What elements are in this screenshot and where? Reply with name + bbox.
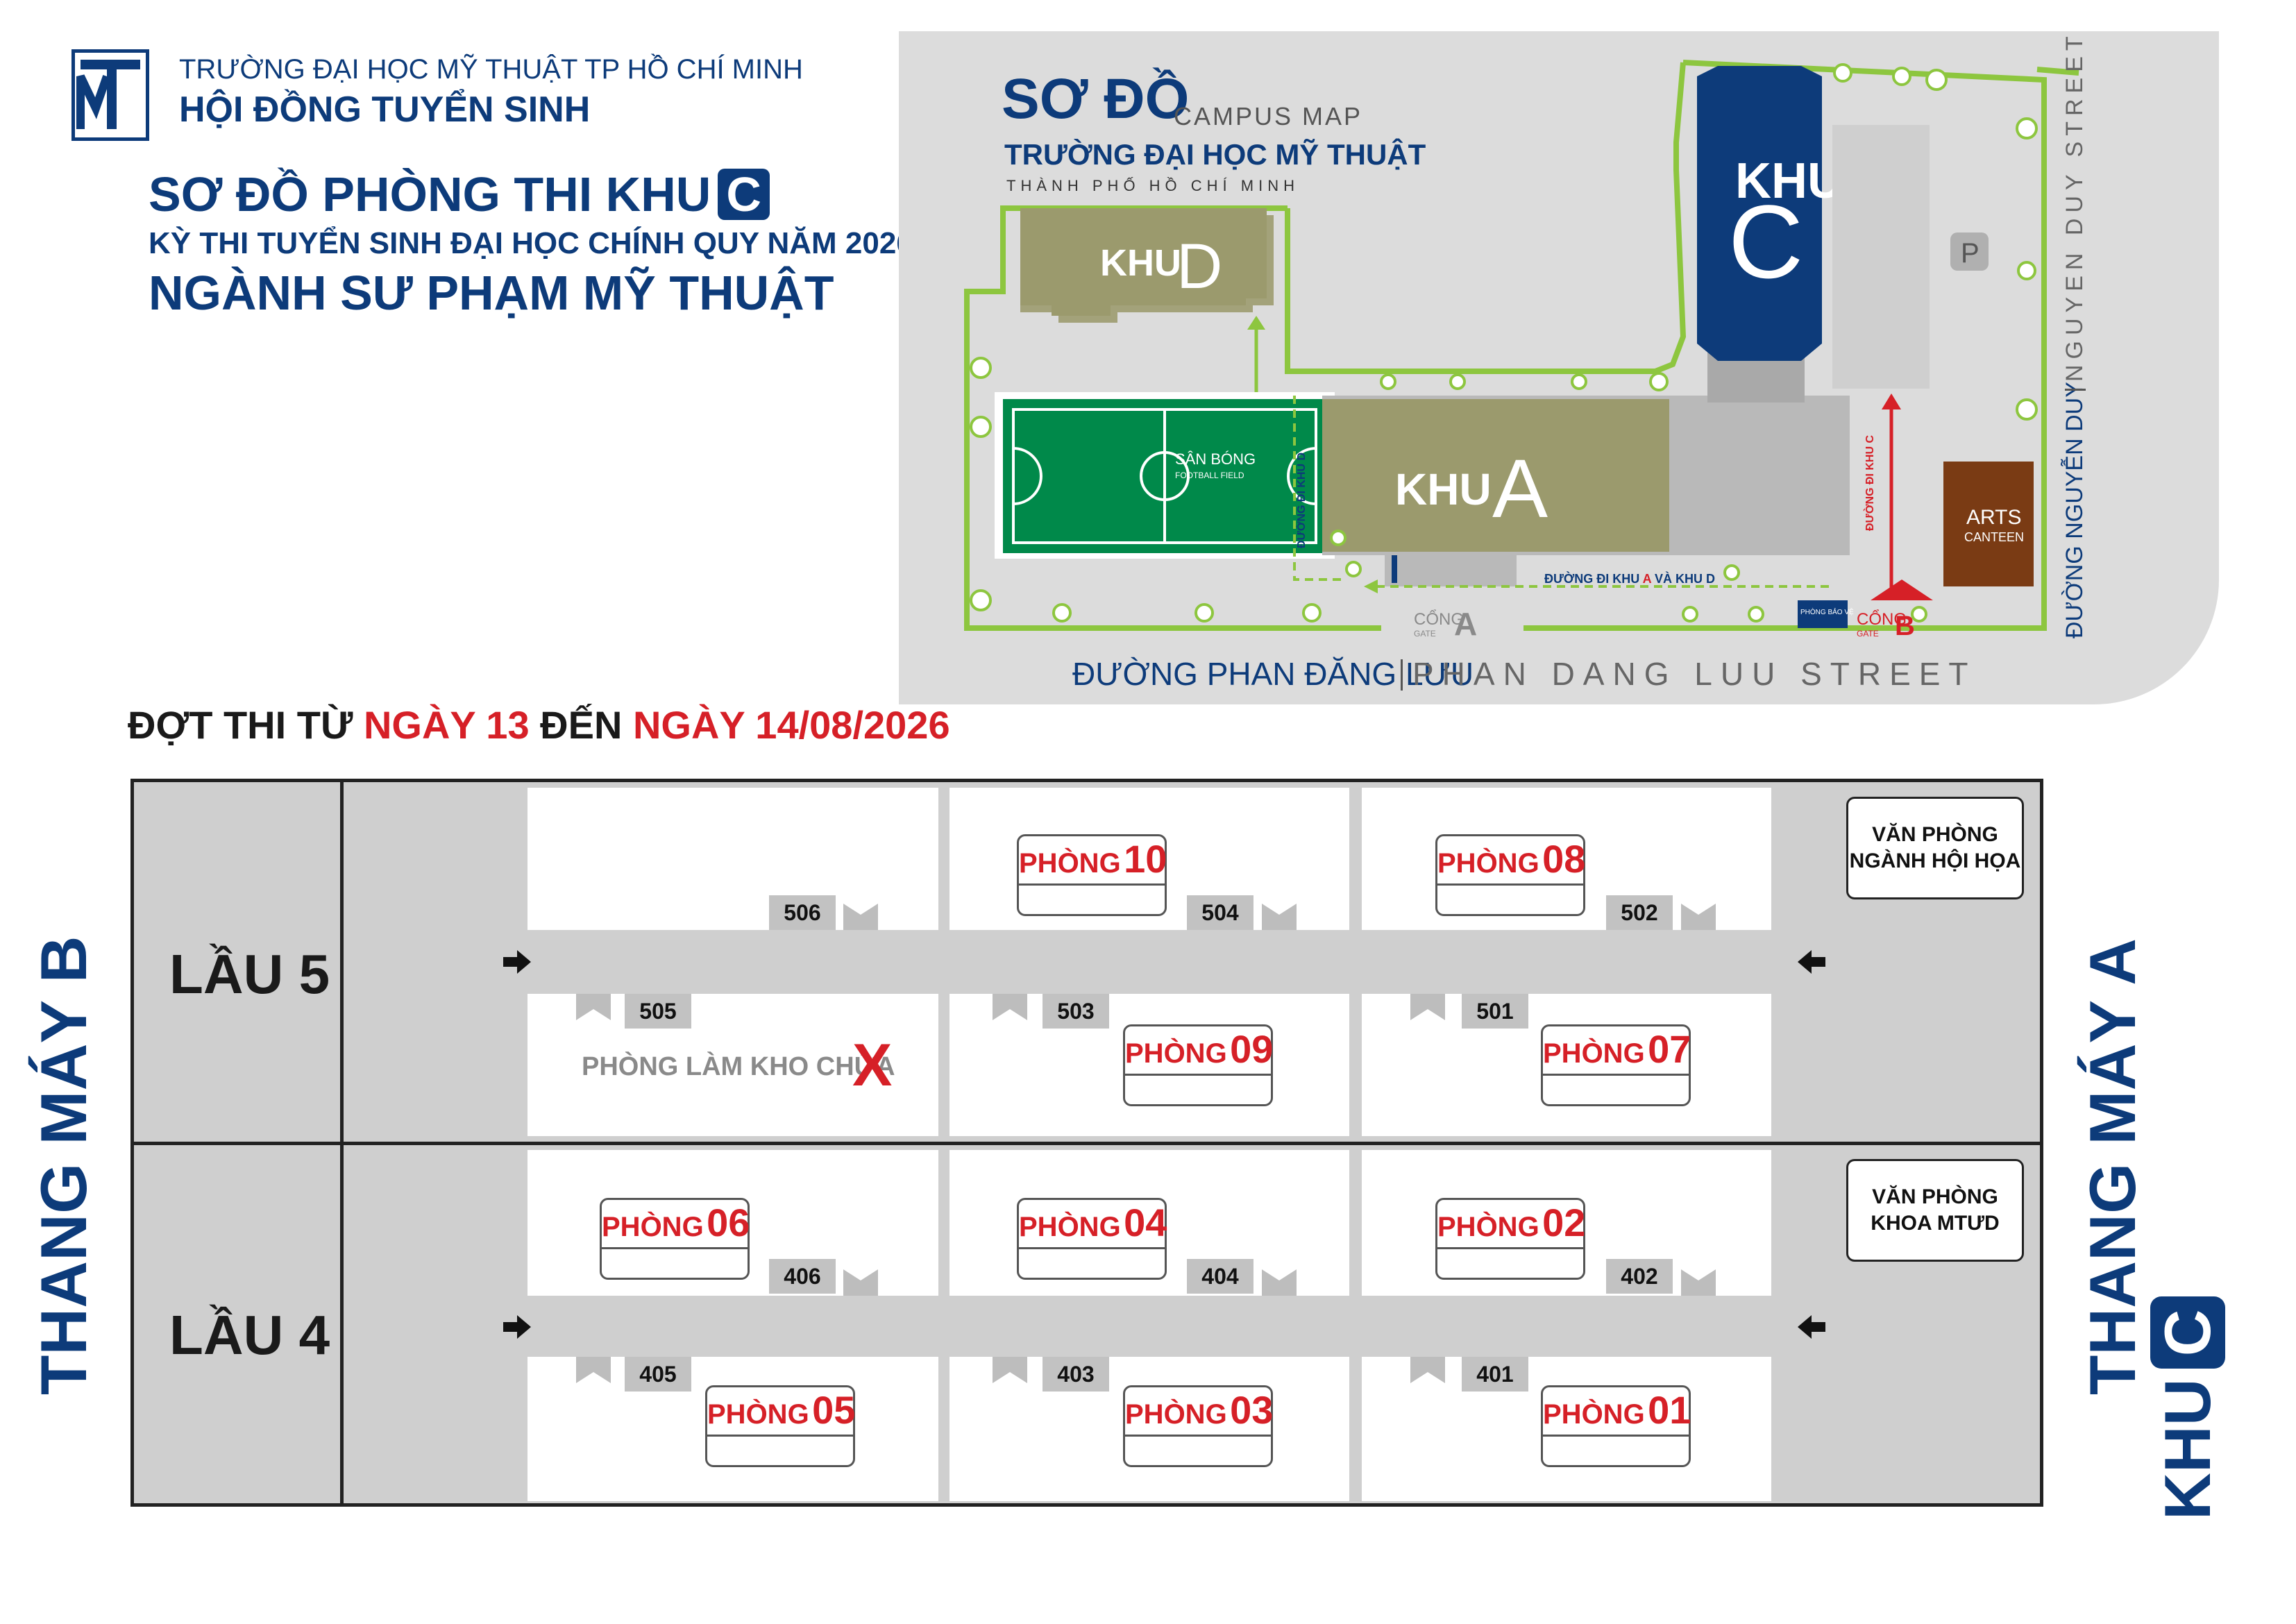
room-number: 505 (625, 994, 691, 1029)
room-number: 503 (1043, 994, 1109, 1029)
floor-4-label: LẦU 4 (169, 1304, 330, 1366)
exam-room-card-04: PHÒNG 04 (1017, 1198, 1167, 1280)
closed-x-icon: X (852, 1032, 893, 1099)
building-khu-a: KHU A (1322, 396, 1850, 586)
campus-map-drawing: SƠ ĐỒ CAMPUS MAP TRƯỜNG ĐẠI HỌC MỸ THUẬT… (964, 31, 2088, 692)
council-name: HỘI ĐỒNG TUYỂN SINH (179, 90, 591, 130)
floor-divider (130, 1142, 2043, 1145)
logo-mark-icon (76, 60, 140, 129)
university-logo (71, 49, 149, 141)
exam-room-card-02: PHÒNG 02 (1435, 1198, 1585, 1280)
room-number: 404 (1187, 1259, 1253, 1294)
campus-map: SƠ ĐỒ CAMPUS MAP TRƯỜNG ĐẠI HỌC MỸ THUẬT… (899, 31, 2219, 704)
dates-from: NGÀY 13 (363, 703, 530, 747)
room-number: 401 (1462, 1357, 1528, 1392)
exam-room-card-08: PHÒNG 08 (1435, 834, 1585, 916)
exam-room-card-06: PHÒNG 06 (600, 1198, 750, 1280)
room-number: 402 (1606, 1259, 1673, 1294)
title-prefix: SƠ ĐỒ PHÒNG THI KHU (149, 167, 711, 221)
exam-room-card-10: PHÒNG 10 (1017, 834, 1167, 916)
svg-text:GATE: GATE (1414, 629, 1436, 638)
svg-text:A: A (1492, 442, 1548, 535)
elevator-b-label: THANG MÁY B (27, 936, 100, 1396)
svg-text:CANTEEN: CANTEEN (1964, 530, 2024, 544)
svg-text:FOOTBALL FIELD: FOOTBALL FIELD (1175, 471, 1244, 480)
room-number: 501 (1462, 994, 1528, 1029)
room-number: 405 (625, 1357, 691, 1392)
map-title-en: CAMPUS MAP (1174, 102, 1362, 130)
exam-room-card-09: PHÒNG 09 (1123, 1024, 1273, 1106)
building-khu-c: KHU C (1697, 66, 1843, 403)
svg-text:CỔNG: CỔNG (1414, 609, 1464, 629)
svg-text:ĐƯỜNG ĐI KHU D: ĐƯỜNG ĐI KHU D (1294, 452, 1308, 548)
title-zone-badge: C (718, 169, 770, 220)
svg-text:PHAN DANG LUU STREET: PHAN DANG LUU STREET (1412, 656, 1977, 692)
major-title: NGÀNH SƯ PHẠM MỸ THUẬT (149, 266, 834, 320)
label-column-divider (340, 779, 344, 1507)
dates-middle: ĐẾN (540, 703, 623, 747)
exam-room-card-03: PHÒNG 03 (1123, 1385, 1273, 1467)
svg-text:PHÒNG BẢO VỆ: PHÒNG BẢO VỆ (1800, 607, 1854, 616)
map-school-name: TRƯỜNG ĐẠI HỌC MỸ THUẬT (1004, 137, 1426, 171)
svg-text:C: C (1728, 183, 1803, 300)
building-khu-d: KHU D (1020, 208, 1274, 323)
exam-room-card-01: PHÒNG 01 (1541, 1385, 1691, 1467)
svg-text:GATE: GATE (1857, 629, 1879, 638)
svg-text:ARTS: ARTS (1966, 506, 2021, 529)
room-number: 403 (1043, 1357, 1109, 1392)
svg-text:NGUYEN DUY STREET: NGUYEN DUY STREET (2061, 31, 2088, 382)
street-nguyen-duy: ĐƯỜNG NGUYỄN DUY (2061, 382, 2088, 638)
parking-icon: P (1961, 238, 1980, 269)
exam-dates: ĐỢT THI TỪ NGÀY 13 ĐẾN NGÀY 14/08/2026 (128, 702, 950, 747)
elevator-a-zone: KHUC (2150, 1296, 2225, 1520)
room-number: 406 (769, 1259, 836, 1294)
storage-room-label: PHÒNG LÀM KHO CHỨA (582, 1052, 895, 1081)
dates-prefix: ĐỢT THI TỪ (128, 703, 353, 747)
room-number: 506 (769, 895, 836, 930)
exam-subtitle: KỲ THI TUYỂN SINH ĐẠI HỌC CHÍNH QUY NĂM … (149, 226, 913, 260)
svg-text:KHU: KHU (1100, 242, 1181, 284)
svg-text:KHU: KHU (1395, 464, 1492, 514)
exam-room-card-05: PHÒNG 05 (705, 1385, 855, 1467)
svg-text:ĐƯỜNG ĐI KHU C: ĐƯỜNG ĐI KHU C (1863, 435, 1876, 531)
exam-room-card-07: PHÒNG 07 (1541, 1024, 1691, 1106)
floor-5-label: LẦU 5 (169, 943, 330, 1005)
svg-text:SÂN BÓNG: SÂN BÓNG (1175, 450, 1256, 468)
room-number: 504 (1187, 895, 1253, 930)
dates-to: NGÀY 14/08/2026 (632, 703, 950, 747)
svg-text:D: D (1176, 231, 1222, 302)
football-field: SÂN BÓNG FOOTBALL FIELD (995, 392, 1335, 559)
map-title: SƠ ĐỒ (1002, 67, 1189, 130)
map-city: THÀNH PHỐ HỒ CHÍ MINH (1006, 176, 1299, 194)
street-phan-dang-luu: ĐƯỜNG PHAN ĐĂNG LƯU (1072, 656, 1474, 692)
room-506 (527, 788, 938, 930)
svg-text:CỔNG: CỔNG (1857, 609, 1907, 629)
svg-text:KHU: KHU (1735, 153, 1843, 209)
university-name: TRƯỜNG ĐẠI HỌC MỸ THUẬT TP HỒ CHÍ MINH (179, 54, 803, 85)
svg-text:ĐƯỜNG ĐI KHU A VÀ KHU D: ĐƯỜNG ĐI KHU A VÀ KHU D (1544, 571, 1715, 586)
elevator-a-label: THANG MÁY A (2076, 938, 2149, 1395)
room-number: 502 (1606, 895, 1673, 930)
gate-a-label: A (1454, 606, 1477, 642)
arts-canteen: ARTS CANTEEN (1943, 462, 2034, 586)
